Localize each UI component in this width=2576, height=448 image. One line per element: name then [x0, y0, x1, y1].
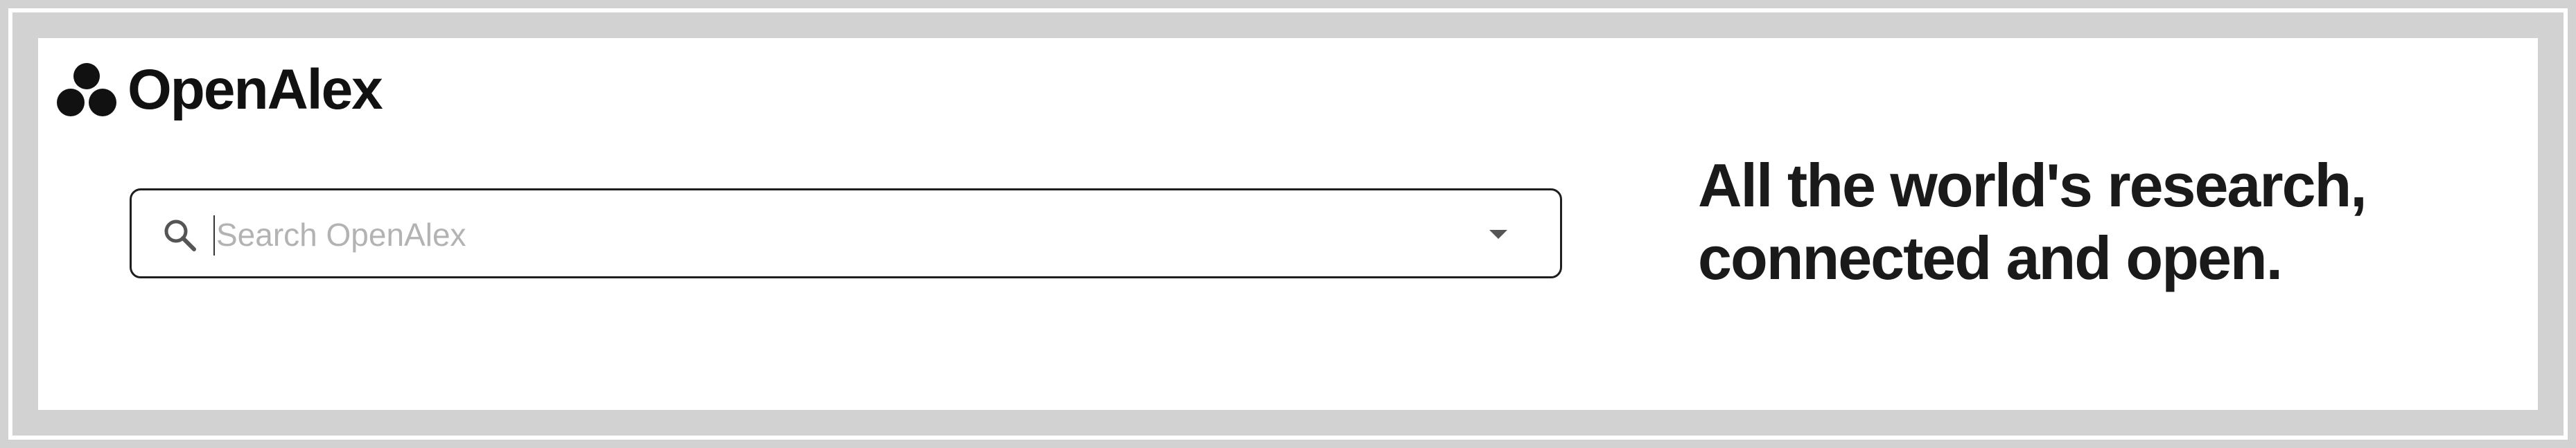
search-bar[interactable]	[130, 188, 1562, 278]
text-cursor	[213, 215, 215, 256]
tagline-line-1: All the world's research,	[1698, 151, 2367, 219]
search-input[interactable]	[216, 204, 1450, 265]
search-icon	[164, 219, 196, 251]
openalex-logo-icon	[57, 63, 116, 116]
brand[interactable]: OpenAlex	[55, 52, 383, 128]
hero-tagline: All the world's research, connected and …	[1698, 149, 2460, 294]
caret-down-icon[interactable]	[1484, 222, 1512, 247]
tagline-line-2: connected and open.	[1698, 224, 2283, 292]
brand-name: OpenAlex	[128, 58, 383, 121]
caret-down-shape	[1489, 230, 1507, 239]
